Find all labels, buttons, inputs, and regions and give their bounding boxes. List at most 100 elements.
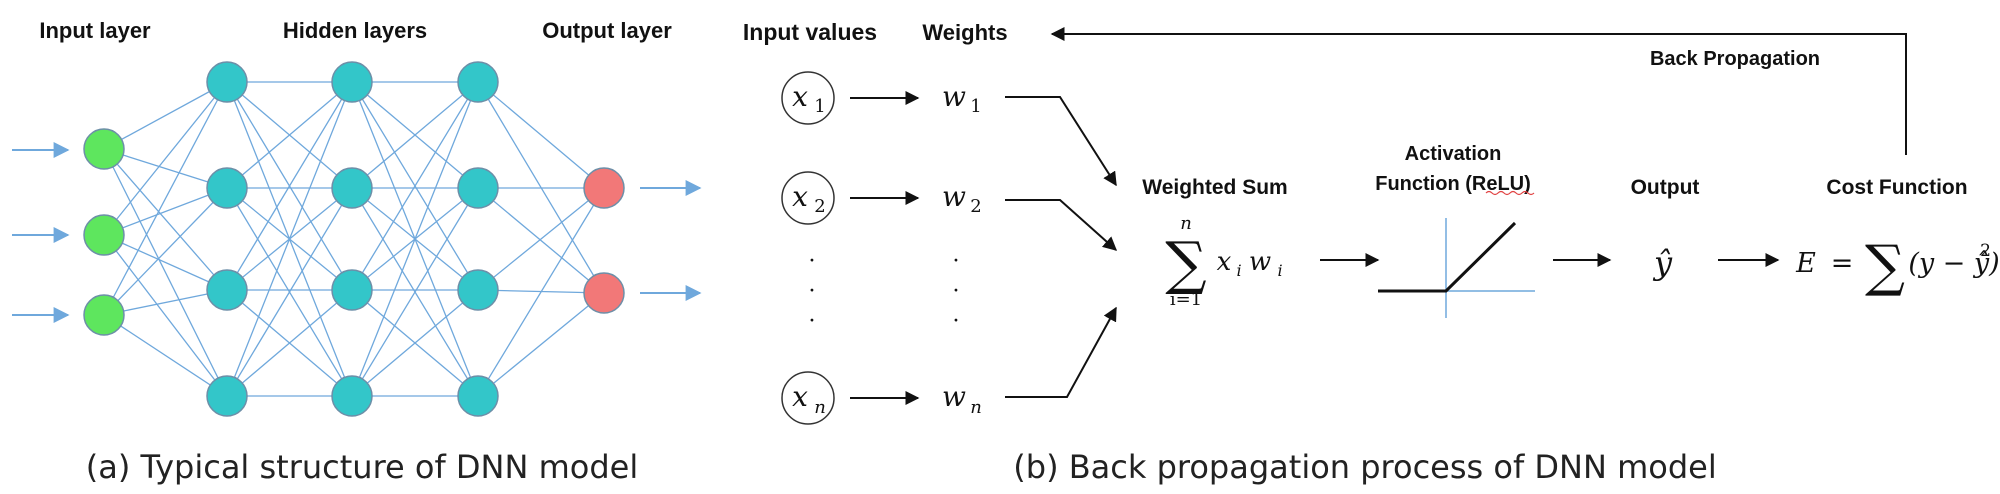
weights-label: Weights	[922, 20, 1007, 45]
network-edge	[477, 292, 605, 397]
network-edge	[103, 314, 228, 397]
network-edge	[103, 187, 228, 236]
relu-plot	[1378, 218, 1535, 318]
svg-text:·: ·	[953, 279, 960, 304]
svg-text:w: w	[942, 80, 966, 113]
svg-text:·: ·	[809, 279, 816, 304]
sum-term-w-sub: i	[1277, 261, 1282, 280]
svg-text:1: 1	[970, 96, 981, 117]
hidden-node	[457, 269, 499, 311]
weight-sum-arrow	[1005, 306, 1117, 398]
cost-power: 2	[1980, 241, 1991, 261]
output-arrows	[640, 180, 702, 301]
cost-eq: =	[1831, 248, 1854, 279]
hidden-node	[206, 167, 248, 209]
caption-a: (a) Typical structure of DNN model	[86, 448, 638, 486]
hidden-node	[331, 61, 373, 103]
sum-term-w: w	[1249, 247, 1271, 277]
network-edge	[103, 289, 228, 316]
back-propagation-arrow	[1050, 27, 1907, 155]
sum-term-x: x	[1217, 247, 1232, 277]
input-circle	[781, 71, 835, 125]
network-edge	[477, 187, 605, 291]
output-layer-label: Output layer	[542, 18, 672, 43]
input-sub: 1	[814, 96, 825, 117]
cost-sum-symbol: ∑	[1865, 234, 1905, 299]
weighted-sum-formula: n ∑ i=1 x i w i	[1165, 213, 1282, 310]
network-edge	[477, 187, 605, 294]
hidden-node	[206, 61, 248, 103]
input-circle	[781, 371, 835, 425]
network-edge	[351, 81, 479, 189]
weight-wn: w n	[942, 380, 982, 418]
weight-w1: w 1	[942, 80, 982, 117]
network-edge	[226, 289, 353, 397]
sum-term-x-sub: i	[1236, 261, 1241, 280]
sum-symbol: ∑	[1165, 229, 1206, 297]
network-edge	[103, 148, 228, 291]
input-sub: n	[814, 397, 826, 418]
input-x1: x 1	[781, 71, 835, 125]
input-circle	[781, 171, 835, 225]
hidden-node	[206, 375, 248, 417]
svg-text:n: n	[970, 397, 982, 418]
activation-label-line2: Function (ReLU)	[1375, 173, 1531, 195]
input-xn: x n	[781, 371, 835, 425]
ellipsis-weights: · · ·	[953, 249, 960, 334]
cost-formula: E = ∑ (y − ŷ) 2	[1795, 234, 2000, 299]
back-propagation-label: Back Propagation	[1650, 48, 1820, 70]
network-edge	[477, 187, 605, 397]
network-edge	[351, 289, 479, 397]
output-label: Output	[1631, 176, 1700, 199]
network-edge	[226, 81, 353, 189]
network-edge	[103, 81, 228, 150]
weighted-sum-label: Weighted Sum	[1142, 176, 1287, 199]
input-node	[83, 214, 125, 256]
network-edge	[103, 81, 228, 236]
weight-w2: w 2	[942, 180, 982, 217]
hidden-node	[457, 61, 499, 103]
input-x2: x 2	[781, 171, 835, 225]
hidden-layers-label: Hidden layers	[283, 18, 427, 43]
network-edge	[351, 81, 479, 397]
spellcheck-underline	[1485, 190, 1535, 196]
input-var: x	[792, 380, 808, 413]
output-node	[583, 167, 625, 209]
svg-text:·: ·	[953, 309, 960, 334]
output-node	[583, 272, 625, 314]
sum-upper: n	[1180, 213, 1192, 234]
cost-body: (y − ŷ)	[1908, 248, 1999, 279]
network-edge	[351, 81, 479, 291]
svg-text:2: 2	[970, 196, 981, 217]
svg-text:·: ·	[953, 249, 960, 274]
caption-b: (b) Back propagation process of DNN mode…	[1013, 448, 1716, 486]
input-values-label: Input values	[743, 19, 877, 45]
network-edges	[103, 81, 605, 397]
network-nodes	[83, 61, 625, 417]
hidden-node	[331, 375, 373, 417]
svg-text:·: ·	[809, 309, 816, 334]
hidden-node	[331, 269, 373, 311]
input-sub: 2	[814, 196, 825, 217]
network-edge	[103, 234, 228, 291]
network-edge	[103, 234, 228, 397]
input-var: x	[792, 180, 808, 213]
svg-text:w: w	[942, 380, 966, 413]
output-symbol: ŷ	[1652, 244, 1673, 282]
input-layer-label: Input layer	[39, 18, 151, 43]
network-edge	[226, 187, 353, 397]
network-edge	[226, 81, 353, 291]
network-edge	[351, 187, 479, 397]
network-edge	[103, 148, 228, 189]
input-var: x	[792, 80, 808, 113]
svg-text:w: w	[942, 180, 966, 213]
input-arrows	[12, 142, 70, 323]
cost-function-label: Cost Function	[1826, 176, 1967, 199]
activation-label-line1: Activation	[1405, 143, 1502, 165]
weight-sum-arrow	[1005, 96, 1117, 187]
network-edge	[226, 81, 353, 397]
weight-sum-arrow	[1005, 199, 1118, 251]
network-edge	[103, 81, 228, 316]
